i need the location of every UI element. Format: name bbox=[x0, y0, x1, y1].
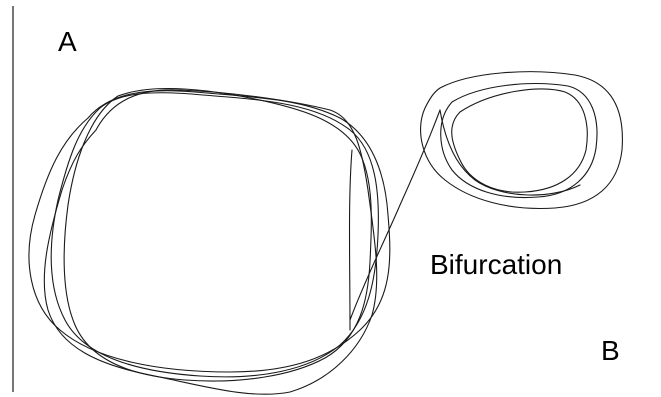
label-a: A bbox=[58, 28, 77, 56]
small-loop-entry bbox=[440, 110, 580, 195]
small-attractor bbox=[421, 72, 623, 209]
large-loop-4 bbox=[44, 90, 376, 394]
label-bifurcation: Bifurcation bbox=[430, 251, 562, 279]
large-loop-3 bbox=[64, 89, 371, 381]
bifurcation-trajectory bbox=[350, 110, 440, 320]
large-loop-1 bbox=[29, 91, 390, 372]
large-attractor bbox=[29, 89, 390, 395]
large-loop-2 bbox=[51, 93, 378, 377]
small-loop-middle bbox=[441, 84, 597, 198]
label-b: B bbox=[601, 337, 620, 365]
small-loop-outer bbox=[421, 72, 623, 209]
large-loop-edge bbox=[350, 150, 353, 330]
small-loop-inner bbox=[452, 89, 588, 192]
